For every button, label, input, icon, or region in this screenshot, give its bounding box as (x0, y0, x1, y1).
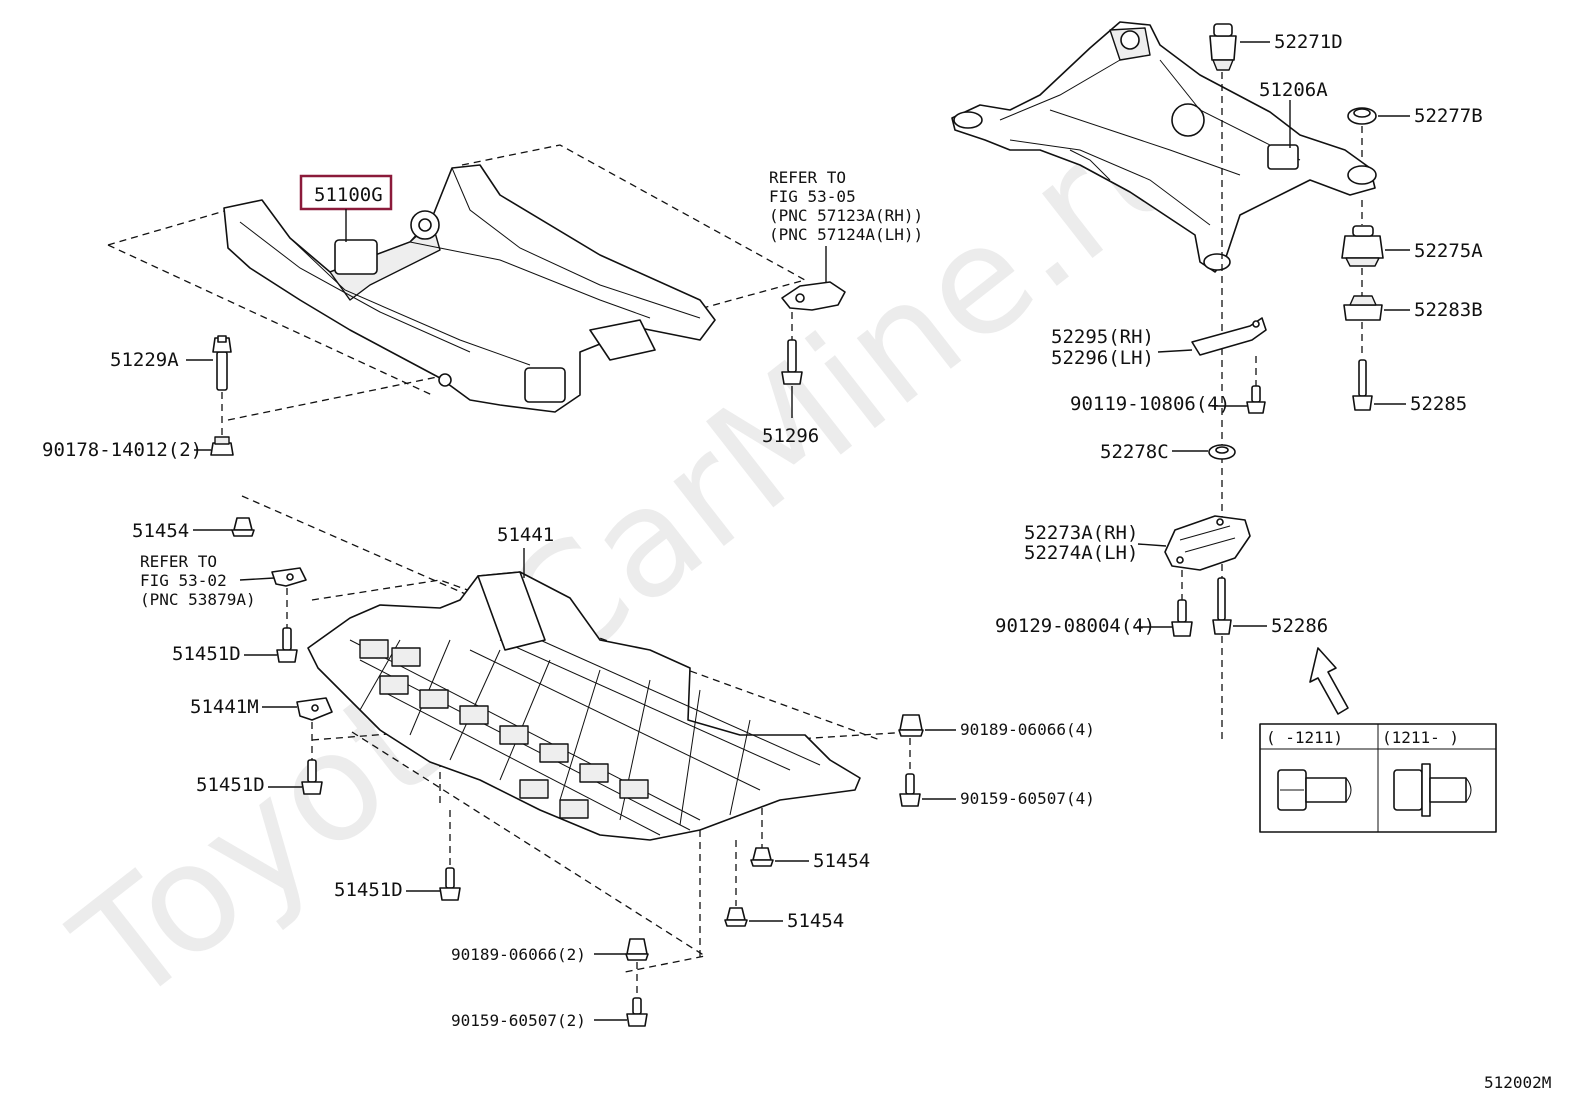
label-52274A-LH[interactable]: 52274A(LH) (1024, 542, 1138, 564)
label-52271D[interactable]: 52271D (1274, 31, 1343, 53)
label-90159-60507-2[interactable]: 90159-60507(2) (451, 1011, 586, 1030)
inset-column-1: ( -1211) (1266, 728, 1343, 747)
refer-note-fig-53-05-line3[interactable]: (PNC 57123A(RH)) (769, 206, 923, 225)
label-51229A[interactable]: 51229A (110, 349, 179, 371)
front-crossmember-51100G[interactable] (107, 144, 807, 421)
clip-51454-c[interactable] (724, 907, 748, 927)
washer-52277B[interactable] (1347, 107, 1377, 125)
refer-note-fig-53-05-line1[interactable]: REFER TO (769, 168, 846, 187)
bolt-90159-60507-4[interactable] (899, 773, 921, 807)
label-52286[interactable]: 52286 (1271, 615, 1328, 637)
bolt-51451D-c[interactable] (439, 867, 461, 901)
label-52283B[interactable]: 52283B (1414, 299, 1483, 321)
bolt-52285[interactable] (1352, 359, 1373, 411)
diagram-id: 512002M (1484, 1073, 1551, 1092)
label-51451D-a[interactable]: 51451D (172, 643, 241, 665)
refer-note-fig-53-02-line2[interactable]: FIG 53-02 (140, 571, 227, 590)
plate-52273A[interactable] (1164, 515, 1251, 571)
label-52277B[interactable]: 52277B (1414, 105, 1483, 127)
bolt-51229A[interactable] (212, 335, 232, 391)
bolt-revision-inset (1259, 723, 1497, 833)
label-51451D-c[interactable]: 51451D (334, 879, 403, 901)
label-52275A[interactable]: 52275A (1414, 240, 1483, 262)
bolt-51451D-a[interactable] (276, 627, 298, 663)
label-52278C[interactable]: 52278C (1100, 441, 1169, 463)
clip-90189-06066-2[interactable] (625, 938, 649, 961)
clip-51454-a[interactable] (231, 517, 255, 537)
cushion-52271D[interactable] (1209, 23, 1237, 71)
bracket-57123A[interactable] (781, 281, 846, 311)
bolt-90119-10806[interactable] (1246, 385, 1266, 414)
clip-51454-b[interactable] (750, 847, 774, 867)
clip-nut-51441M[interactable] (296, 697, 333, 721)
label-90189-06066-4[interactable]: 90189-06066(4) (960, 720, 1095, 739)
label-51454-c[interactable]: 51454 (787, 910, 844, 932)
label-90159-60507-4[interactable]: 90159-60507(4) (960, 789, 1095, 808)
refer-note-fig-53-05-line2[interactable]: FIG 53-05 (769, 187, 856, 206)
label-51441M[interactable]: 51441M (190, 696, 259, 718)
label-51451D-b[interactable]: 51451D (196, 774, 265, 796)
bolt-90159-60507-2[interactable] (626, 997, 648, 1027)
label-51454-b[interactable]: 51454 (813, 850, 870, 872)
bolt-52286[interactable] (1212, 577, 1232, 635)
bolt-90129-08004[interactable] (1171, 599, 1193, 637)
label-51206A[interactable]: 51206A (1259, 79, 1328, 101)
arrow-icon (1309, 647, 1349, 715)
stopper-52283B[interactable] (1343, 295, 1383, 321)
label-51454-a[interactable]: 51454 (132, 520, 189, 542)
inset-column-2: (1211- ) (1382, 728, 1459, 747)
rear-suspension-member-51206A[interactable] (951, 21, 1377, 273)
engine-under-cover-51441[interactable] (241, 495, 911, 973)
clip-90189-06066-4[interactable] (898, 714, 924, 737)
label-90119-10806[interactable]: 90119-10806(4) (1070, 393, 1230, 415)
bolt-51451D-b[interactable] (301, 759, 323, 795)
label-51100G[interactable]: 51100G (314, 184, 383, 206)
label-52285[interactable]: 52285 (1410, 393, 1467, 415)
washer-52278C[interactable] (1208, 444, 1236, 460)
label-90129-08004[interactable]: 90129-08004(4) (995, 615, 1155, 637)
label-52296-LH[interactable]: 52296(LH) (1051, 347, 1154, 369)
label-52273A-RH[interactable]: 52273A(RH) (1024, 522, 1138, 544)
label-90178-14012[interactable]: 90178-14012(2) (42, 439, 202, 461)
clip-nut-53879A[interactable] (271, 567, 307, 587)
label-51441[interactable]: 51441 (497, 524, 554, 546)
support-arm-52295[interactable] (1191, 317, 1267, 356)
label-51296[interactable]: 51296 (762, 425, 819, 447)
label-52295-RH[interactable]: 52295(RH) (1051, 326, 1154, 348)
refer-note-fig-53-05-line4[interactable]: (PNC 57124A(LH)) (769, 225, 923, 244)
label-90189-06066-2[interactable]: 90189-06066(2) (451, 945, 586, 964)
cover-vent-pattern (359, 639, 649, 819)
refer-note-fig-53-02-line3[interactable]: (PNC 53879A) (140, 590, 256, 609)
cushion-52275A[interactable] (1341, 225, 1384, 267)
refer-note-fig-53-02-line1[interactable]: REFER TO (140, 552, 217, 571)
bolt-51296[interactable] (781, 339, 803, 385)
nut-90178-14012[interactable] (210, 436, 234, 456)
